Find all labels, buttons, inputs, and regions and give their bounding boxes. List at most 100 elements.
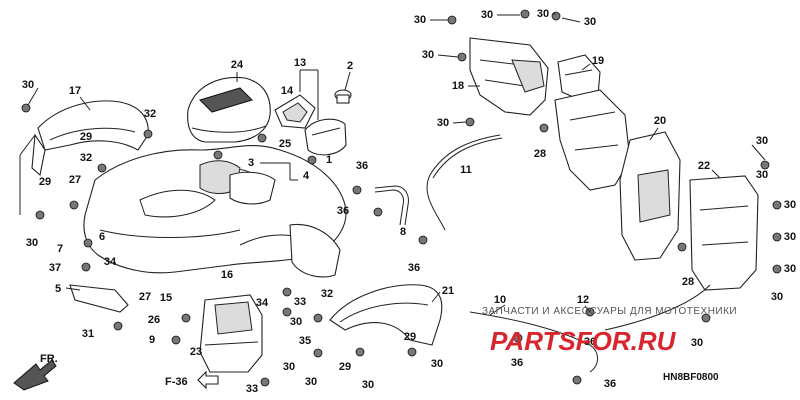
callout-33: 33 [294, 296, 306, 308]
callout-26: 26 [148, 314, 160, 326]
callout-36: 36 [408, 262, 420, 274]
callout-29: 29 [39, 176, 51, 188]
cap-part-2 [334, 89, 352, 104]
callout-36: 36 [584, 336, 596, 348]
callout-30: 30 [691, 337, 703, 349]
diagram-code: HN8BF0800 [663, 372, 719, 383]
small-panel-14 [274, 94, 316, 129]
callout-16: 16 [221, 269, 233, 281]
callout-30: 30 [422, 49, 434, 61]
direction-label: FR. [40, 353, 58, 365]
watermark-tagline: ЗАПЧАСТИ И АКСЕССУАРЫ ДЛЯ МОТОТЕХНИКИ [482, 306, 737, 317]
watermark: ЗАПЧАСТИ И АКСЕССУАРЫ ДЛЯ МОТОТЕХНИКИ PA… [482, 306, 737, 356]
bracket-5 [69, 284, 129, 313]
callout-30: 30 [431, 358, 443, 370]
callout-4: 4 [303, 170, 310, 182]
callout-30: 30 [584, 16, 596, 28]
callout-30: 30 [437, 117, 449, 129]
callout-30: 30 [784, 199, 796, 211]
callout-32: 32 [80, 152, 92, 164]
callout-1: 1 [326, 154, 332, 166]
callout-36: 36 [604, 378, 616, 390]
callout-28: 28 [534, 148, 546, 160]
callout-12: 12 [577, 294, 589, 306]
callout-19: 19 [592, 55, 604, 67]
callout-30: 30 [362, 379, 374, 391]
storage-box-23 [199, 294, 263, 373]
callout-7: 7 [57, 243, 63, 255]
callout-30: 30 [756, 135, 768, 147]
reference-arrow: F-36 [165, 370, 219, 390]
callout-14: 14 [281, 85, 294, 97]
callout-31: 31 [82, 328, 94, 340]
watermark-logo: PARTSFOR.RU [490, 326, 677, 356]
callout-29: 29 [404, 331, 416, 343]
callout-35: 35 [299, 335, 311, 347]
callout-20: 20 [654, 115, 666, 127]
callout-27: 27 [139, 291, 151, 303]
callout-30: 30 [756, 169, 768, 181]
callout-36: 36 [337, 205, 349, 217]
callout-5: 5 [55, 283, 61, 295]
hose-8 [374, 185, 409, 226]
inner-panel-18 [469, 37, 549, 116]
front-fender-main [83, 145, 347, 278]
callout-3: 3 [248, 157, 254, 169]
callout-30: 30 [784, 263, 796, 275]
callout-36: 36 [511, 357, 523, 369]
callout-22: 22 [698, 160, 710, 172]
callout-29: 29 [339, 361, 351, 373]
side-panel-22 [689, 175, 759, 291]
callout-30: 30 [784, 231, 796, 243]
callout-30: 30 [481, 9, 493, 21]
callout-23: 23 [190, 346, 202, 358]
lid-part-1 [304, 118, 347, 156]
reference-label: F-36 [165, 376, 188, 388]
top-cover [187, 76, 271, 143]
rear-fender-21 [329, 284, 443, 346]
callout-30: 30 [283, 361, 295, 373]
callout-21: 21 [442, 285, 454, 297]
callout-13: 13 [294, 57, 306, 69]
callout-34: 34 [256, 297, 269, 309]
callout-29: 29 [80, 131, 92, 143]
cable-10 [469, 311, 598, 373]
front-direction-arrow: FR. [13, 353, 58, 391]
callout-30: 30 [26, 237, 38, 249]
callout-17: 17 [69, 85, 81, 97]
callout-6: 6 [99, 231, 105, 243]
callout-28: 28 [682, 276, 694, 288]
callout-30: 30 [537, 8, 549, 20]
callout-30: 30 [414, 14, 426, 26]
callout-15: 15 [160, 292, 172, 304]
callout-30: 30 [22, 79, 34, 91]
callout-32: 32 [144, 108, 156, 120]
callout-9: 9 [149, 334, 155, 346]
callout-36: 36 [356, 160, 368, 172]
callout-27: 27 [69, 174, 81, 186]
callout-33: 33 [246, 383, 258, 395]
front-upper-panel [31, 100, 149, 177]
side-panel-20 [619, 131, 681, 261]
cable-11 [426, 134, 503, 231]
callout-24: 24 [231, 59, 244, 71]
callout-30: 30 [305, 376, 317, 388]
callout-32: 32 [321, 288, 333, 300]
callout-8: 8 [400, 226, 406, 238]
fasteners [21, 9, 782, 387]
callout-30: 30 [771, 291, 783, 303]
callout-10: 10 [494, 294, 506, 306]
callout-2: 2 [347, 60, 353, 72]
leader-lines [19, 13, 766, 316]
callout-30: 30 [290, 316, 302, 328]
callout-37: 37 [49, 262, 61, 274]
callout-34: 34 [104, 256, 117, 268]
inner-panel-large [554, 89, 631, 191]
cable-12 [604, 284, 711, 331]
callout-11: 11 [460, 164, 472, 176]
callout-18: 18 [452, 80, 464, 92]
callout-25: 25 [279, 138, 291, 150]
